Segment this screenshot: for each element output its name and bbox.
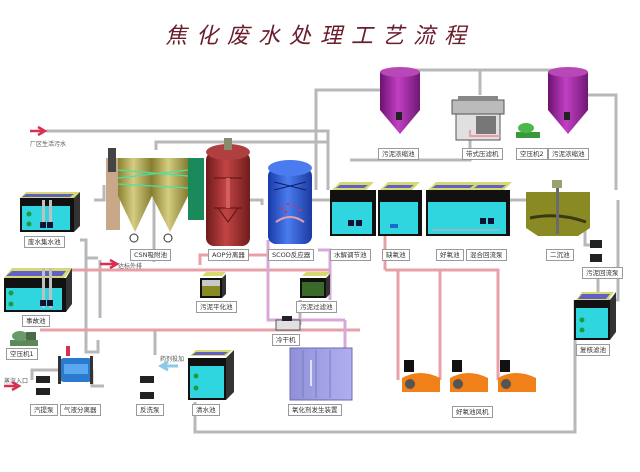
discharge-note: 达标外排 [118,263,143,270]
sludge-filter-tank [300,272,330,298]
label-air-compressor-2: 空压机2 [516,148,548,160]
pipes-pink [40,232,500,380]
label-mixed-return-pump: 混合回流泵 [466,249,507,261]
final-filter-tank [574,292,616,340]
aop-separator-tank [206,138,250,246]
label-aerobic-blower: 好氧池风机 [452,406,493,418]
pipe-blower-1 [385,268,400,380]
sludge-silo-right [548,67,588,134]
label-accident-pool: 事故池 [22,315,50,327]
label-gas-liquid-separator: 气液分离器 [60,404,101,416]
pipe-inlet-main [46,129,330,190]
gas-liquid-separator [58,346,93,384]
label-hydrolysis-tank: 水解调节池 [330,249,371,261]
label-scod-reactor: SCOD反应器 [268,249,315,261]
wastewater-sump-tank [20,192,80,232]
steam-inlet-note: 蒸汽入口 [4,378,29,385]
pipe-sump-out [80,238,98,260]
aerobic-tank [426,182,512,236]
pipe-thickening [198,253,280,265]
pipe-csn-top [154,140,328,150]
aerobic-blower-2 [450,360,488,392]
label-anoxic-tank: 缺氧池 [382,249,410,261]
chiller-unit [275,316,301,331]
sludge-thickening-tank [200,272,226,298]
chemical-note: 药剂投加 [160,356,185,363]
aerobic-blower-1 [402,360,440,392]
diagram-title: 焦化废水处理工艺流程 [164,24,475,49]
air-compressor-1 [10,331,38,346]
label-air-compressor-1: 空压机1 [6,348,38,360]
pipe-lilac-ozone [266,240,345,322]
label-backwash-pump: 反洗泵 [136,404,164,416]
pipe-right-return [600,200,620,302]
pipe-backwash [153,328,195,355]
sludge-return-pumps [590,240,602,262]
csn-adsorption-towers [106,148,204,243]
pipe-sump-down [84,240,100,354]
label-csn-tower: CSN吸附池 [130,249,172,261]
scod-reactor-tank [268,160,312,244]
steam-arrow-icon [4,380,22,392]
label-secondary-clarifier: 二沉池 [546,249,574,261]
label-steam-pump: 汽提泵 [30,404,58,416]
backwash-pumps [140,376,154,399]
pipe-to-sludge-silo-left [314,88,380,190]
chemical-arrow-icon [157,360,178,372]
inlet-arrow-icon [30,125,48,137]
clear-water-pool-tank [188,350,234,400]
label-chiller: 冷干机 [272,334,300,346]
inlet-note: 厂区生活污水 [30,141,67,148]
label-sludge-tank-left: 污泥浓缩池 [378,148,419,160]
label-sludge-filter: 污泥过滤池 [296,301,337,313]
discharge-arrow-icon [100,258,120,270]
label-sludge-tank-right: 污泥浓缩池 [548,148,589,160]
steam-pumps [36,376,50,395]
air-compressor-2 [516,123,540,138]
label-belt-filter-press: 带式压滤机 [462,148,503,160]
label-final-filter: 复核滤池 [576,344,610,356]
belt-filter-press [451,96,505,141]
label-aop-separator: AOP分离器 [208,249,249,261]
pipe-blower-3 [440,268,500,380]
label-ozone-generator: 氧化剂发生装置 [288,404,342,416]
pipe-steam [30,368,60,380]
label-clear-water-pool: 清水池 [192,404,220,416]
label-sludge-return-pump: 污泥回流泵 [582,267,623,279]
pipe-sump-to-csn [94,185,106,202]
aerobic-blower-3 [498,360,536,392]
pipe-separator-down [90,370,104,388]
hydrolysis-tank [330,182,376,236]
accident-pool-tank [4,268,72,312]
anoxic-tank [378,182,422,236]
sludge-silo-left [380,67,420,134]
label-aerobic-tank: 好氧池 [436,249,464,261]
pipe-right-silo [576,93,618,190]
label-wastewater-sump: 废水集水池 [24,236,65,248]
pipe-bottom-loop [193,300,577,434]
secondary-clarifier [526,180,590,236]
ozone-generator-unit [289,347,353,401]
label-sludge-thickening: 污泥平化池 [196,301,237,313]
